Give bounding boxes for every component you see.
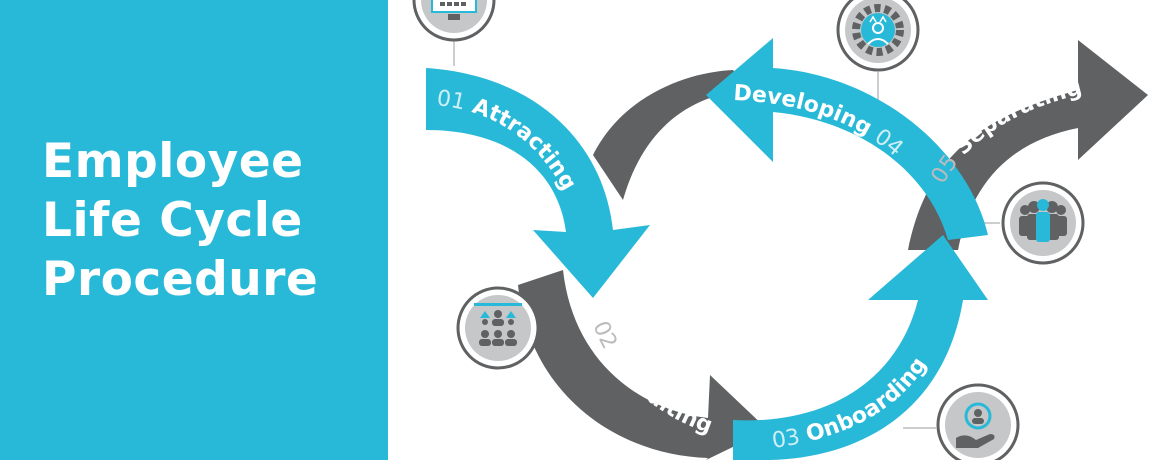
title-line-2: Life Cycle [42,193,303,248]
hand-holding-person-icon [936,383,1020,460]
arrow-onboarding [733,235,988,460]
computer-monitor-icon [412,0,496,42]
title-panel: Employee Life Cycle Procedure [0,0,388,460]
arrow-developing [706,38,988,240]
page-title: Employee Life Cycle Procedure [42,132,318,309]
arrow-attracting [426,68,650,298]
life-cycle-diagram: 01 Attracting Developing 04 05 Separatin… [412,0,1148,460]
ring-segment-top-dark [593,70,748,200]
org-chart-people-icon [456,286,540,370]
title-line-3: Procedure [42,252,319,307]
group-of-people-icon [1001,181,1085,265]
title-line-1: Employee [42,134,304,189]
gear-growth-icon [836,0,920,72]
arrow-recruiting [518,270,768,460]
